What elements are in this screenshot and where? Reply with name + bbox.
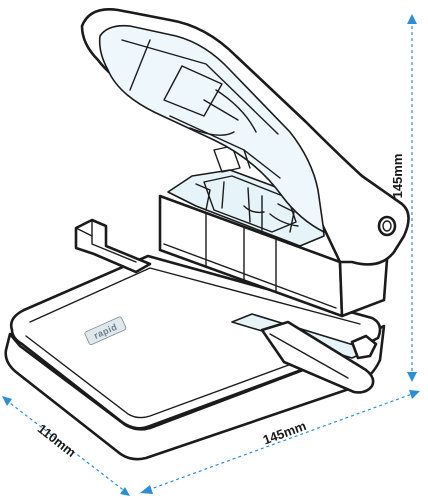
arrow-right-icon	[409, 390, 420, 399]
height-label: 145mm	[390, 154, 405, 199]
punch-lid	[80, 8, 410, 266]
arrow-left-icon	[140, 485, 153, 494]
arrow-up-icon	[407, 14, 417, 24]
lever-arm	[231, 313, 378, 394]
arrow-back-icon	[2, 396, 12, 406]
depth-label: 110mm	[35, 421, 79, 460]
pivot-knob-icon	[377, 215, 397, 237]
arrow-front-icon	[120, 487, 130, 496]
base-plate	[4, 254, 386, 461]
height-dimension: 145mm	[390, 14, 417, 382]
arrow-down-icon	[407, 372, 417, 382]
width-label: 145mm	[261, 418, 308, 447]
inner-mechanism	[167, 145, 325, 247]
paper-guide	[74, 218, 152, 274]
